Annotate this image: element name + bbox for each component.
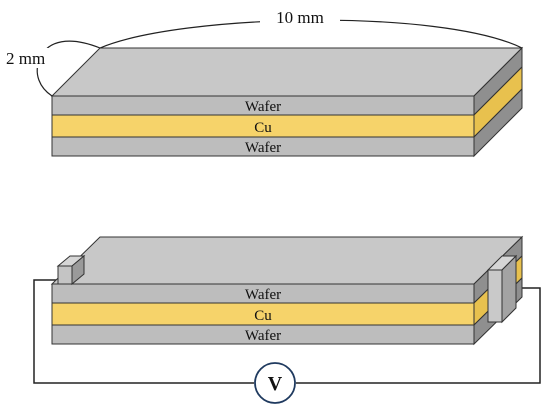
left-electrode-side bbox=[71, 254, 85, 286]
bottom-layer-wafer-lower-label: Wafer bbox=[245, 328, 281, 344]
bottom-layer-copper-label: Cu bbox=[254, 308, 272, 324]
top-stack-wafer-lower-side bbox=[473, 87, 523, 158]
voltmeter: V bbox=[254, 362, 296, 404]
width-dimension-label: 10 mm bbox=[276, 8, 324, 27]
top-stack: Wafer Cu Wafer bbox=[50, 46, 524, 158]
left-electrode bbox=[56, 254, 86, 286]
thickness-dimension: 2 mm bbox=[2, 40, 101, 97]
top-layer-wafer-lower-label: Wafer bbox=[245, 140, 281, 156]
bottom-stack: Wafer Cu Wafer bbox=[50, 235, 524, 346]
circuit-wire bbox=[33, 279, 541, 384]
right-electrode-front bbox=[487, 269, 503, 323]
voltmeter-ring bbox=[254, 362, 296, 404]
width-dimension: 10 mm bbox=[99, 6, 523, 49]
measurement-circuit bbox=[33, 279, 541, 384]
voltmeter-label: V bbox=[268, 373, 283, 395]
top-layer-wafer-upper-label: Wafer bbox=[245, 99, 281, 115]
right-electrode bbox=[486, 254, 518, 324]
top-layer-copper-label: Cu bbox=[254, 120, 272, 136]
thickness-dimension-label: 2 mm bbox=[6, 49, 45, 68]
left-electrode-front bbox=[57, 265, 73, 285]
bottom-stack-top-face bbox=[50, 236, 524, 285]
top-stack-top-face bbox=[50, 47, 524, 97]
bottom-layer-wafer-upper-label: Wafer bbox=[245, 287, 281, 303]
right-electrode-side bbox=[501, 254, 517, 324]
